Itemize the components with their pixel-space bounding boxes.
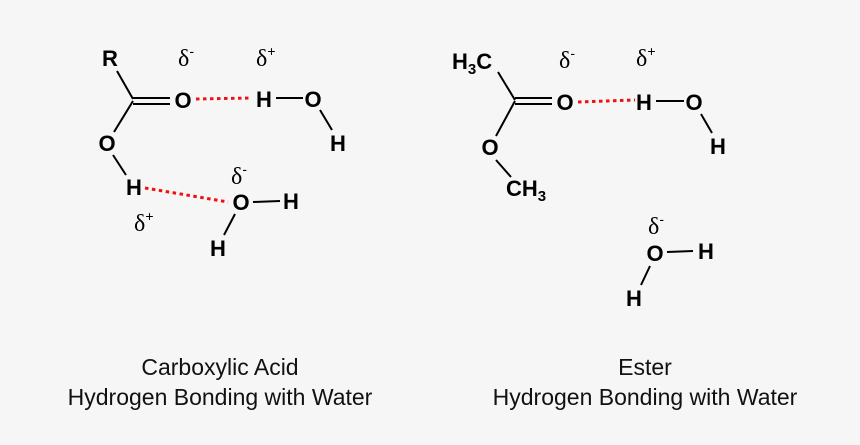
partial-charge-delta-plus: δ+	[636, 43, 656, 72]
bond-water2-o-h2	[223, 213, 236, 236]
caption-title: Ester	[618, 354, 672, 380]
caption-ester: Ester Hydrogen Bonding with Water	[445, 352, 845, 412]
bond-water2-o-h2	[640, 265, 651, 286]
partial-charge-delta-plus: δ+	[134, 208, 154, 237]
partial-charge-delta-plus: δ+	[256, 43, 276, 72]
ester-structure: H3C O O CH3 H O H O H H δ- δ+ δ-	[452, 43, 726, 311]
bond-r-c	[116, 70, 134, 100]
partial-charge-delta-minus: δ-	[231, 161, 247, 190]
atom-water1-o: O	[304, 87, 321, 112]
partial-charge-delta-minus: δ-	[178, 43, 194, 72]
caption-subtitle: Hydrogen Bonding with Water	[67, 384, 373, 410]
atom-hydroxyl-h: H	[126, 175, 142, 200]
atom-carbonyl-o: O	[556, 90, 573, 115]
atom-water2-h: H	[698, 239, 714, 264]
bond-c-o	[113, 100, 134, 133]
hydrogen-bond	[577, 98, 636, 104]
bond-o-h	[112, 154, 127, 176]
atom-water1-h: H	[256, 87, 272, 112]
atom-r: R	[102, 46, 118, 71]
partial-charge-delta-minus: δ-	[559, 45, 575, 74]
atom-methyl-top: H3C	[452, 49, 492, 78]
atom-ester-o: O	[481, 135, 498, 160]
bond-water1-o-h	[700, 113, 713, 134]
atom-carbonyl-o: O	[174, 88, 191, 113]
bond-o-ch3	[495, 159, 512, 178]
atom-water1-h: H	[636, 90, 652, 115]
caption-subtitle: Hydrogen Bonding with Water	[492, 384, 798, 410]
atom-water1-h2: H	[330, 131, 346, 156]
atom-water2-o: O	[646, 241, 663, 266]
hydrogen-bond	[195, 96, 253, 101]
bond-c-o	[495, 100, 516, 137]
partial-charge-delta-minus: δ-	[648, 211, 664, 240]
carboxylic-acid-structure: R O O H H O H O H H δ- δ+ δ- δ+	[98, 43, 346, 261]
atom-water2-o: O	[232, 190, 249, 215]
atom-methyl-bottom: CH3	[506, 176, 546, 205]
caption-title: Carboxylic Acid	[141, 354, 299, 380]
atom-hydroxyl-o: O	[98, 131, 115, 156]
atom-water2-h2: H	[210, 236, 226, 261]
atom-water1-h2: H	[710, 134, 726, 159]
bond-water1-o-h	[319, 109, 333, 131]
atom-water1-o: O	[685, 90, 702, 115]
caption-carboxylic-acid: Carboxylic Acid Hydrogen Bonding with Wa…	[20, 352, 420, 412]
atom-water2-h: H	[283, 189, 299, 214]
hydrogen-bond	[144, 186, 229, 204]
bond-water2-o-h	[252, 200, 281, 203]
bond-water2-o-h	[666, 250, 694, 253]
atom-water2-h2: H	[626, 286, 642, 311]
bond-ch3-c	[497, 71, 516, 101]
